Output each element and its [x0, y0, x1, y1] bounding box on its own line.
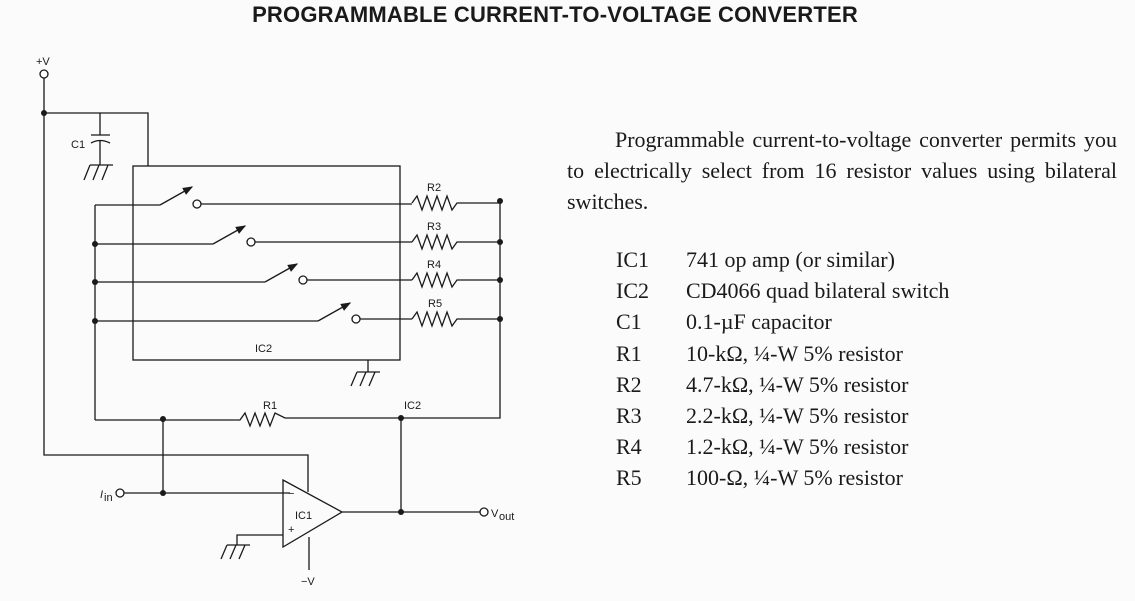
parts-list-item: C1 0.1-µF capacitor	[616, 309, 949, 340]
r1-label: R1	[263, 400, 277, 412]
c1-label: C1	[71, 139, 85, 151]
parts-list-item: R1 10-kΩ, ¼-W 5% resistor	[616, 341, 949, 372]
ic1-label: IC1	[295, 510, 312, 522]
opamp-ic1	[282, 478, 344, 549]
noninverting-input-sign: +	[288, 524, 294, 536]
vminus-label: −V	[301, 576, 315, 588]
resistor-r3	[411, 233, 500, 251]
part-value: 741 op amp (or similar)	[686, 247, 895, 272]
ic2-node-label: IC2	[404, 400, 421, 412]
inverting-input-sign: −	[288, 488, 294, 500]
switch-2	[95, 225, 412, 247]
vplus-terminal	[39, 69, 49, 79]
part-value: 2.2-kΩ, ¼-W 5% resistor	[686, 402, 909, 428]
vout-terminal	[479, 507, 489, 517]
parts-list-item: R4 1.2-kΩ, ¼-W 5% resistor	[616, 434, 949, 465]
part-ref: IC2	[616, 278, 649, 304]
ground-icon	[350, 360, 380, 387]
description-paragraph: Programmable current-to-voltage converte…	[567, 127, 1117, 214]
switch-4	[95, 302, 412, 324]
r5-label: R5	[428, 298, 442, 310]
ic2-supply-wire	[44, 112, 149, 166]
part-ref: R5	[616, 465, 642, 491]
capacitor-c1	[83, 113, 113, 181]
vout-label: V	[491, 508, 499, 520]
part-value: 0.1-µF capacitor	[686, 309, 832, 335]
part-value: CD4066 quad bilateral switch	[686, 278, 950, 304]
r4-label: R4	[427, 259, 441, 271]
switch-1	[95, 186, 412, 209]
part-value: 1.2-kΩ, ¼-W 5% resistor	[686, 434, 909, 460]
vout-subscript: out	[499, 511, 514, 523]
ground-icon	[83, 164, 113, 181]
resistor-r2	[411, 194, 500, 212]
iin-terminal	[115, 488, 125, 498]
part-ref: IC1	[616, 247, 649, 272]
resistor-r1	[95, 411, 501, 428]
parts-list: IC1 741 op amp (or similar) IC2 CD4066 qua…	[616, 247, 949, 497]
vplus-label: +V	[36, 56, 50, 68]
switch-3	[95, 263, 412, 285]
part-ref: C1	[616, 309, 642, 335]
r3-label: R3	[427, 221, 441, 233]
part-ref: R1	[616, 340, 642, 366]
parts-list-item: IC2 CD4066 quad bilateral switch	[616, 278, 949, 309]
part-ref: R4	[616, 434, 642, 460]
parts-list-item: IC1 741 op amp (or similar)	[616, 247, 949, 278]
parts-list-item: R3 2.2-kΩ, ¼-W 5% resistor	[616, 403, 949, 434]
r2-label: R2	[427, 182, 441, 194]
part-ref: R2	[616, 371, 642, 397]
iin-label: I	[100, 489, 103, 501]
part-value: 10-kΩ, ¼-W 5% resistor	[686, 340, 903, 366]
iin-subscript: in	[104, 492, 113, 504]
part-ref: R3	[616, 402, 642, 428]
part-value: 4.7-kΩ, ¼-W 5% resistor	[686, 371, 909, 397]
part-value: 100-Ω, ¼-W 5% resistor	[686, 465, 903, 491]
ground-icon	[220, 544, 250, 560]
parts-list-item: R2 4.7-kΩ, ¼-W 5% resistor	[616, 372, 949, 403]
ic2-box-label: IC2	[255, 343, 272, 355]
vplus-wire	[43, 78, 309, 492]
parts-list-item: R5 100-Ω, ¼-W 5% resistor	[616, 465, 949, 496]
ic2-box	[132, 165, 401, 361]
resistor-r4	[411, 271, 500, 289]
resistor-r5	[411, 310, 500, 328]
page-title: PROGRAMMABLE CURRENT-TO-VOLTAGE CONVERTE…	[252, 2, 858, 27]
